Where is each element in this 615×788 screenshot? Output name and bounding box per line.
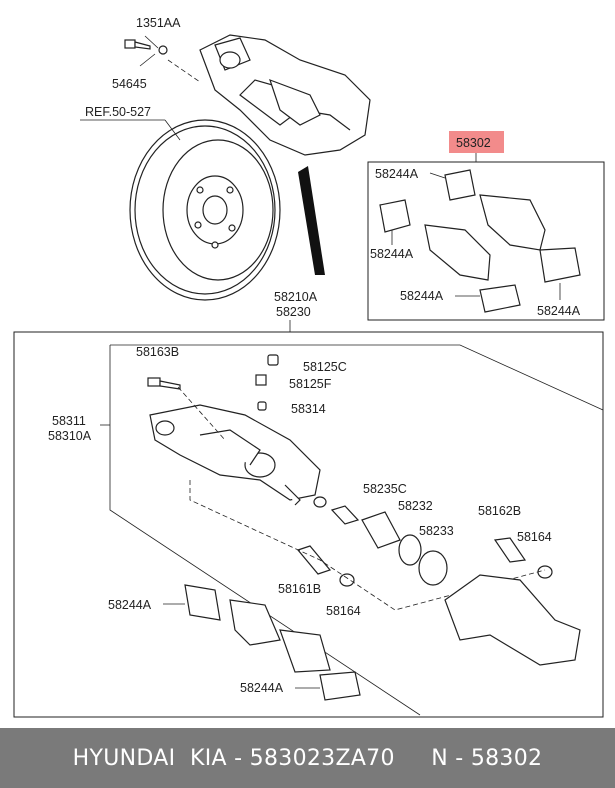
brake-disc-drawing bbox=[129, 119, 281, 301]
caliper-housing-drawing bbox=[149, 404, 321, 506]
assembly-box bbox=[13, 331, 604, 718]
exploded-parts-diagram: 1351AA 54645 REF.50-527 58302 58244A 582… bbox=[13, 16, 605, 718]
part-number-footer: HYUNDAI KIA - 583023ZA70 N - 58302 bbox=[0, 728, 615, 788]
label-guide-pin-l: 58161B bbox=[278, 582, 321, 596]
caliper-pointer bbox=[298, 166, 325, 275]
kit-parts-drawing bbox=[379, 169, 581, 313]
label-clip-tl: 58244A bbox=[375, 167, 419, 181]
bolt-upper-drawing bbox=[124, 39, 168, 55]
label-boot-l: 58164 bbox=[326, 604, 361, 618]
small-parts-drawing bbox=[147, 354, 553, 587]
label-clip-lower-1: 58244A bbox=[108, 598, 152, 612]
kit-highlight bbox=[449, 131, 504, 153]
label-piston: 58235C bbox=[363, 482, 407, 496]
label-housing-2: 58310A bbox=[48, 429, 92, 443]
label-cap-small: 58314 bbox=[291, 402, 326, 416]
label-clip-br: 58244A bbox=[537, 304, 581, 318]
label-bleeder-cap: 58125C bbox=[303, 360, 347, 374]
footer-ref-number: N - 58302 bbox=[431, 745, 543, 771]
label-piston-seal: 58232 bbox=[398, 499, 433, 513]
kit-box bbox=[367, 161, 605, 321]
footer-part-number: 583023ZA70 bbox=[249, 745, 395, 771]
label-caliper-assy-1: 58210A bbox=[274, 290, 318, 304]
label-clip-ml: 58244A bbox=[370, 247, 414, 261]
footer-brand: HYUNDAI KIA bbox=[72, 745, 227, 771]
lower-pads-drawing bbox=[184, 574, 581, 701]
label-boot-r: 58164 bbox=[517, 530, 552, 544]
label-bleeder-screw: 58125F bbox=[289, 377, 332, 391]
label-washer-top: 54645 bbox=[112, 77, 147, 91]
label-housing-1: 58311 bbox=[52, 414, 86, 428]
label-bolt-top: 1351AA bbox=[136, 16, 181, 30]
label-guide-pin-r: 58162B bbox=[478, 504, 521, 518]
caliper-upper-drawing bbox=[199, 34, 371, 156]
label-caliper-assy-2: 58230 bbox=[276, 305, 311, 319]
label-ref: REF.50-527 bbox=[85, 105, 151, 119]
label-clip-bl: 58244A bbox=[400, 289, 444, 303]
label-kit-title: 58302 bbox=[456, 136, 491, 150]
label-bolt-guide: 58163B bbox=[136, 345, 179, 359]
label-dust-boot: 58233 bbox=[419, 524, 454, 538]
label-clip-lower-2: 58244A bbox=[240, 681, 284, 695]
